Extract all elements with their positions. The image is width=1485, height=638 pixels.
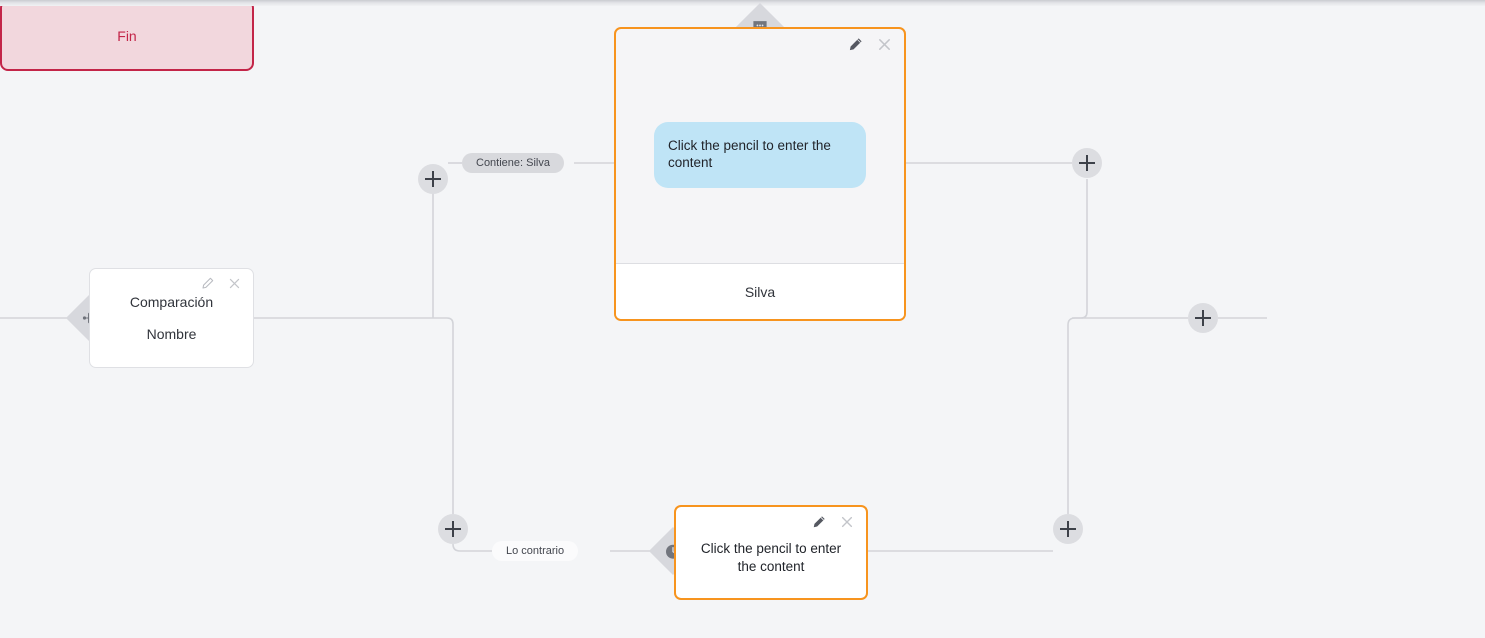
close-icon[interactable] (228, 277, 241, 290)
add-step-button-after-message[interactable] (1072, 148, 1102, 178)
close-icon[interactable] (877, 37, 892, 52)
edge-to-false-label (452, 543, 492, 552)
edge-label-true[interactable]: Contiene: Silva (462, 153, 564, 173)
edge-branch-down (446, 317, 454, 514)
edge-merge-top (1072, 179, 1088, 319)
pencil-icon[interactable] (812, 515, 826, 529)
add-step-button-before-end[interactable] (1188, 303, 1218, 333)
node-comparison-subtitle: Nombre (146, 326, 197, 342)
node-comparison-title: Comparación (129, 294, 214, 310)
node-end[interactable]: Fin (0, 0, 254, 71)
pencil-icon[interactable] (848, 37, 863, 52)
add-step-button-false-branch[interactable] (438, 514, 468, 544)
close-icon[interactable] (840, 515, 854, 529)
node-wait-actions (812, 515, 854, 529)
node-end-label: Fin (117, 27, 137, 44)
node-message-footer[interactable]: Silva (616, 263, 904, 319)
node-wait[interactable]: Click the pencil to enter the content (674, 505, 868, 600)
pencil-icon[interactable] (201, 277, 214, 290)
edge-merge-bottom (1067, 317, 1188, 514)
node-message[interactable]: Click the pencil to enter the content Si… (614, 27, 906, 321)
edge-label-false[interactable]: Lo contrario (492, 541, 579, 561)
node-message-actions (848, 37, 892, 52)
node-message-body: Click the pencil to enter the content (616, 29, 904, 263)
node-comparison[interactable]: Comparación Nombre (89, 268, 254, 368)
window-top-strip (0, 0, 1485, 6)
add-step-button-after-wait[interactable] (1053, 514, 1083, 544)
message-bubble[interactable]: Click the pencil to enter the content (654, 122, 866, 188)
node-comparison-actions (201, 277, 241, 290)
node-wait-text: Click the pencil to enter the content (700, 541, 842, 574)
add-step-button-true-branch[interactable] (418, 164, 448, 194)
